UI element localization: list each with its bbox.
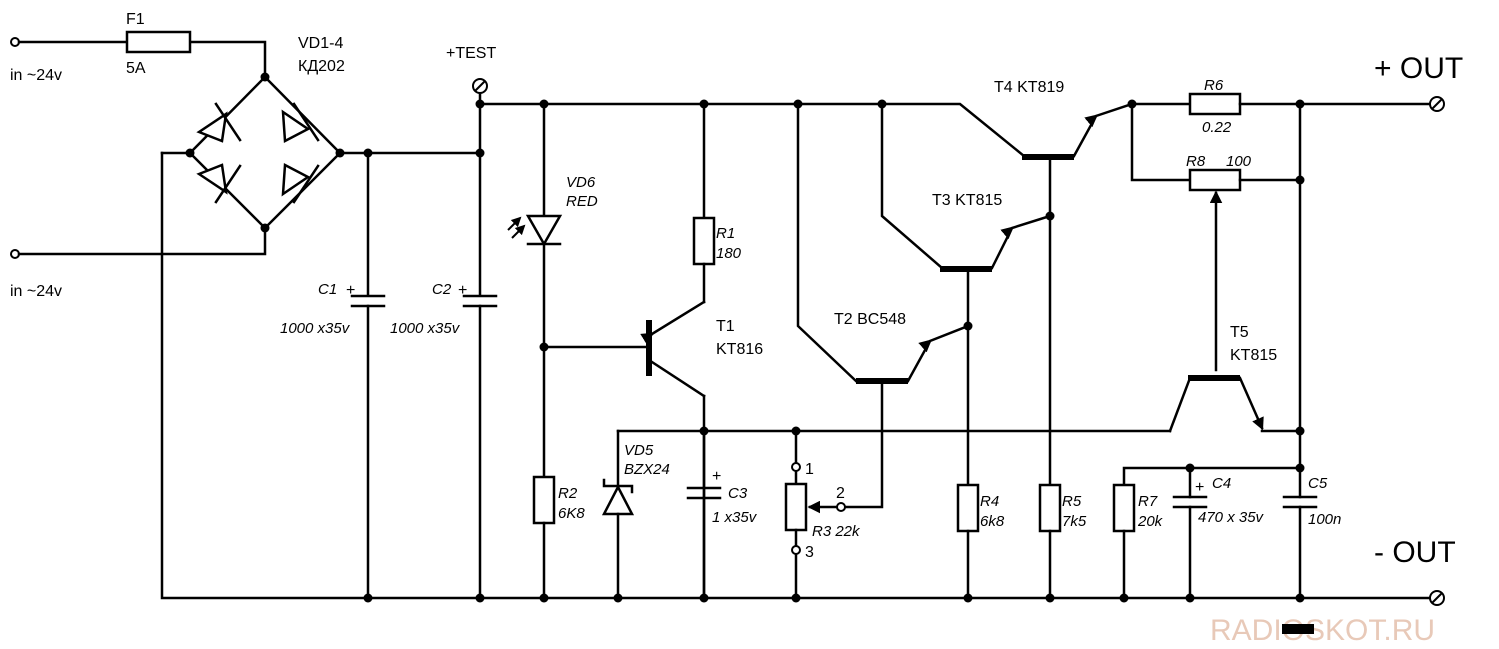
- t2-label: T2 BC548: [834, 311, 906, 328]
- c4-value: 470 x 35v: [1198, 509, 1265, 526]
- transistor-t2: T2 BC548: [793, 99, 970, 384]
- out-minus-label: - OUT: [1374, 536, 1456, 569]
- r2-value: 6K8: [558, 505, 585, 522]
- transistor-t4: T4 KT819: [880, 79, 1134, 160]
- t1-value: KT816: [716, 341, 763, 358]
- c3-value: 1 x35v: [712, 509, 758, 526]
- resistor-r2: R2 6K8: [532, 475, 585, 603]
- transistor-t1: T1 KT816: [542, 300, 763, 603]
- r6-value: 0.22: [1202, 119, 1232, 136]
- r3-pin1: 1: [805, 461, 814, 478]
- transistor-t5: T5 KT815: [1168, 324, 1305, 436]
- vd5-value: BZX24: [624, 461, 670, 478]
- fuse-value: 5A: [126, 60, 146, 77]
- capacitor-c4: + C4 470 x 35v: [1172, 463, 1265, 603]
- r3-pin2: 2: [836, 485, 845, 502]
- r1-ref: R1: [716, 225, 735, 242]
- r1-value: 180: [716, 245, 742, 262]
- vd5-ref: VD5: [624, 442, 654, 459]
- fuse-body: [125, 30, 192, 54]
- resistor-r6: R6 0.22: [1127, 77, 1432, 136]
- led-vd6: VD6 RED: [507, 99, 598, 479]
- t5-value: KT815: [1230, 347, 1277, 364]
- output-positive: + OUT: [1374, 52, 1463, 112]
- watermark: RADIOSKOT.RU: [1210, 614, 1435, 647]
- diode-vd2: [281, 102, 320, 143]
- r4-value: 6k8: [980, 513, 1005, 530]
- capacitor-c1: + C1 1000 x35v: [280, 148, 386, 603]
- capacitor-c5: C5 100n: [1282, 463, 1341, 603]
- vd6-ref: VD6: [566, 174, 596, 191]
- bridge-ref: VD1-4: [298, 35, 343, 52]
- fuse-f1: F1 5A: [125, 11, 192, 77]
- c4-plus: +: [1195, 479, 1204, 496]
- diode-vd4: [281, 163, 320, 204]
- c1-ref: C1: [318, 281, 337, 298]
- diode-vd1: [196, 102, 242, 143]
- c2-ref: C2: [432, 281, 452, 298]
- c5-value: 100n: [1308, 511, 1341, 528]
- test-terminal: +TEST: [446, 45, 496, 94]
- r4-ref: R4: [980, 493, 999, 510]
- zener-vd5: VD5 BZX24: [601, 429, 670, 603]
- input-bottom-label: in ~24v: [10, 283, 62, 300]
- t5-ref: T5: [1230, 324, 1249, 341]
- out-plus-label: + OUT: [1374, 52, 1463, 85]
- capacitor-c2: + C2 1000 x35v: [390, 93, 498, 603]
- r7-value: 20k: [1137, 513, 1164, 530]
- t1-ref: T1: [716, 318, 735, 335]
- vd6-value: RED: [566, 193, 598, 210]
- resistor-r8: R8 100: [1130, 102, 1305, 372]
- c1-value: 1000 x35v: [280, 320, 351, 337]
- resistor-r5: R5 7k5: [1038, 156, 1087, 603]
- resistor-r4: R4 6k8: [956, 268, 1005, 603]
- watermark-bar: [1282, 624, 1314, 634]
- potentiometer-r3: 1 2 3 R3 22k: [784, 379, 884, 603]
- output-negative: - OUT: [1374, 536, 1456, 606]
- r3-pin3: 3: [805, 544, 814, 561]
- resistor-r7: R7 20k: [1112, 466, 1302, 603]
- t3-label: T3 KT815: [932, 192, 1002, 209]
- c1-plus: +: [346, 282, 355, 299]
- r5-ref: R5: [1062, 493, 1082, 510]
- c5-ref: C5: [1308, 475, 1328, 492]
- r3-label: R3 22k: [812, 523, 861, 540]
- fuse-ref: F1: [126, 11, 145, 28]
- test-label: +TEST: [446, 45, 496, 62]
- input-section: in ~24v in ~24v: [10, 37, 267, 300]
- bridge-value: КД202: [298, 58, 345, 75]
- diode-bridge: VD1-4 КД202: [185, 35, 345, 233]
- t4-label: T4 KT819: [994, 79, 1064, 96]
- r5-value: 7k5: [1062, 513, 1087, 530]
- capacitor-c3: + C3 1 x35v: [686, 429, 758, 600]
- resistor-r1: R1 180: [692, 99, 742, 304]
- ground-rail: [160, 151, 1432, 600]
- c2-plus: +: [458, 282, 467, 299]
- c4-ref: C4: [1212, 475, 1231, 492]
- c3-plus: +: [712, 468, 721, 485]
- r8-value: 100: [1226, 153, 1252, 170]
- diode-vd3: [196, 163, 242, 204]
- c2-value: 1000 x35v: [390, 320, 461, 337]
- r2-ref: R2: [558, 485, 578, 502]
- r8-ref: R8: [1186, 153, 1206, 170]
- input-top-label: in ~24v: [10, 67, 62, 84]
- r7-ref: R7: [1138, 493, 1158, 510]
- transistor-t3: T3 KT815: [877, 99, 1052, 272]
- c3-ref: C3: [728, 485, 748, 502]
- r6-ref: R6: [1204, 77, 1224, 94]
